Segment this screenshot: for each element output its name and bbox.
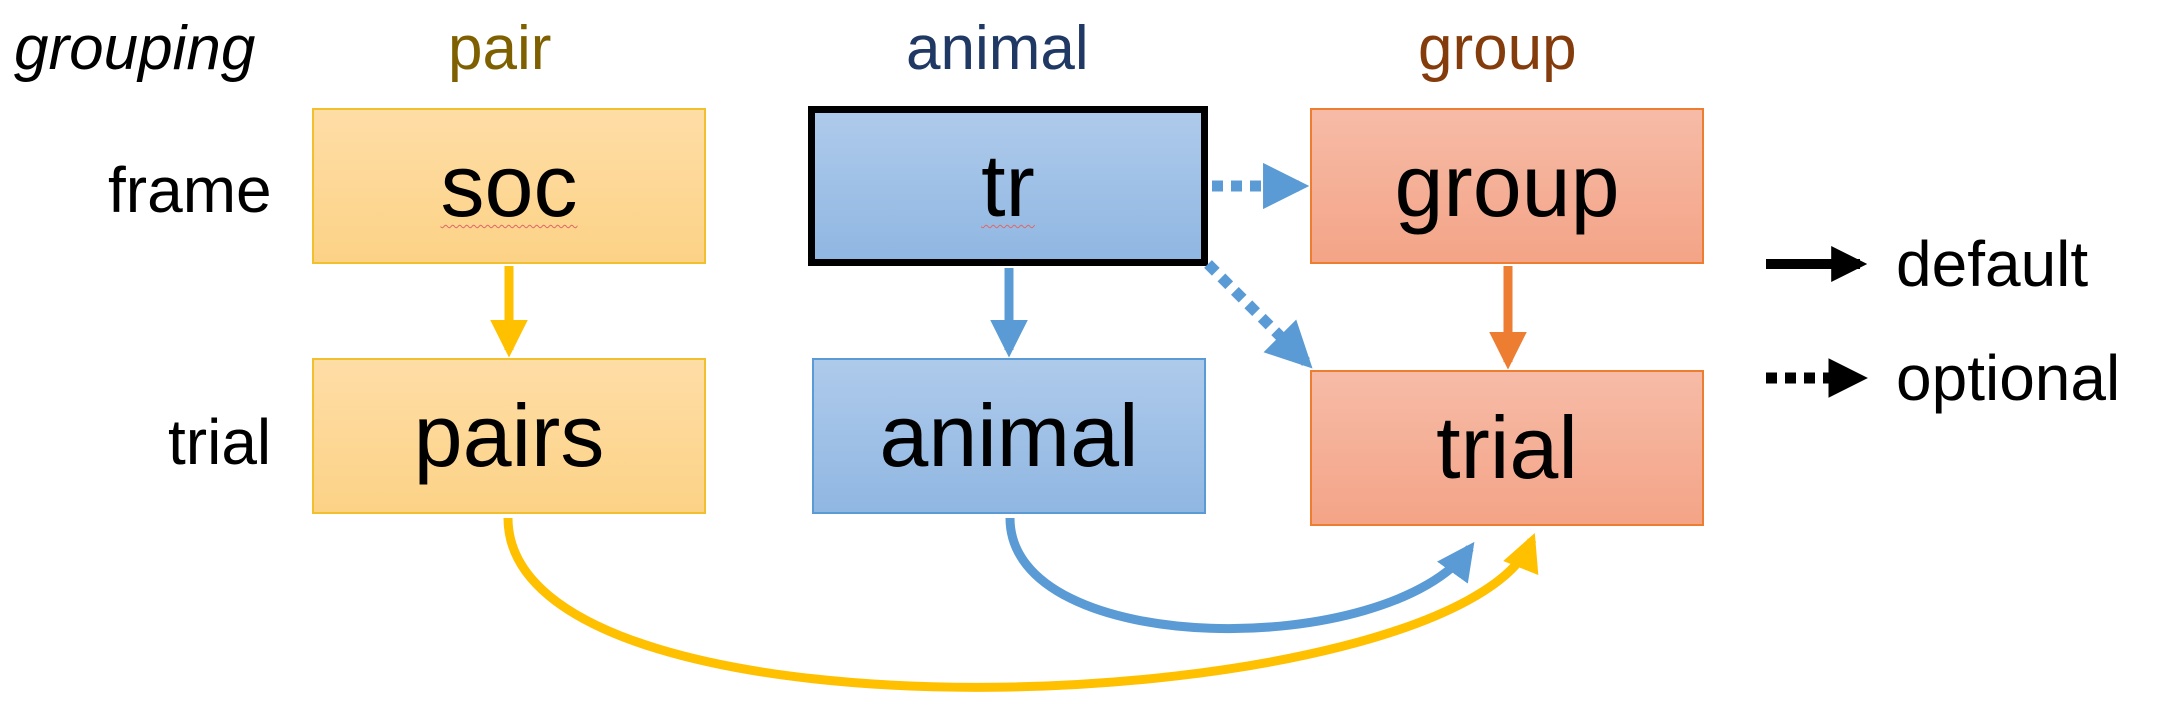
row-label-trial: trial	[168, 406, 272, 478]
group-frame-box-label: group	[1394, 136, 1620, 235]
grouping-label: grouping	[14, 14, 256, 83]
soc-box: soc	[312, 108, 706, 264]
trial-box: trial	[1310, 370, 1704, 526]
arrow-pairs-to-trial-curve	[503, 517, 1539, 692]
pairs-box-label: pairs	[413, 386, 605, 485]
tr-box: tr	[808, 106, 1208, 266]
legend-optional-label: optional	[1896, 342, 2121, 414]
trial-box-label: trial	[1436, 398, 1578, 497]
column-header-animal: animal	[906, 14, 1089, 83]
arrow-tr-to-trial-optional	[1204, 260, 1313, 369]
animal-box: animal	[812, 358, 1206, 514]
animal-box-label: animal	[879, 386, 1139, 485]
legend-default-label: default	[1896, 228, 2089, 300]
soc-box-label: soc	[440, 136, 578, 235]
column-header-pair: pair	[448, 14, 552, 83]
group-frame-box: group	[1310, 108, 1704, 264]
column-header-group: group	[1418, 14, 1577, 83]
tr-box-label: tr	[981, 136, 1035, 235]
pairs-box: pairs	[312, 358, 706, 514]
row-label-frame: frame	[108, 154, 272, 226]
arrow-animal-to-trial-curve	[1005, 517, 1475, 634]
